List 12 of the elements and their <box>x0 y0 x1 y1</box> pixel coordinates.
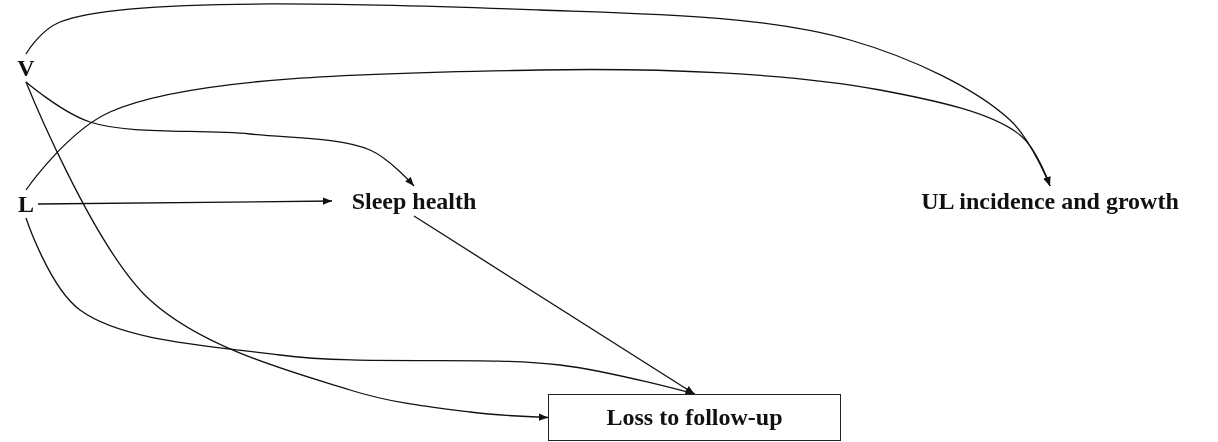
variable-label: UL incidence and growth <box>883 186 1217 216</box>
arrow <box>25 81 549 421</box>
variable-label: Sleep health <box>332 186 496 216</box>
arrow <box>37 197 333 205</box>
arrow <box>25 81 415 187</box>
node-label: Loss to follow-up <box>606 404 783 431</box>
process-box <box>548 394 841 441</box>
variable-label: V <box>14 54 38 82</box>
arrow <box>25 68 1051 191</box>
arrow <box>413 215 696 395</box>
variable-label: L <box>14 190 38 218</box>
arrow <box>25 217 696 396</box>
